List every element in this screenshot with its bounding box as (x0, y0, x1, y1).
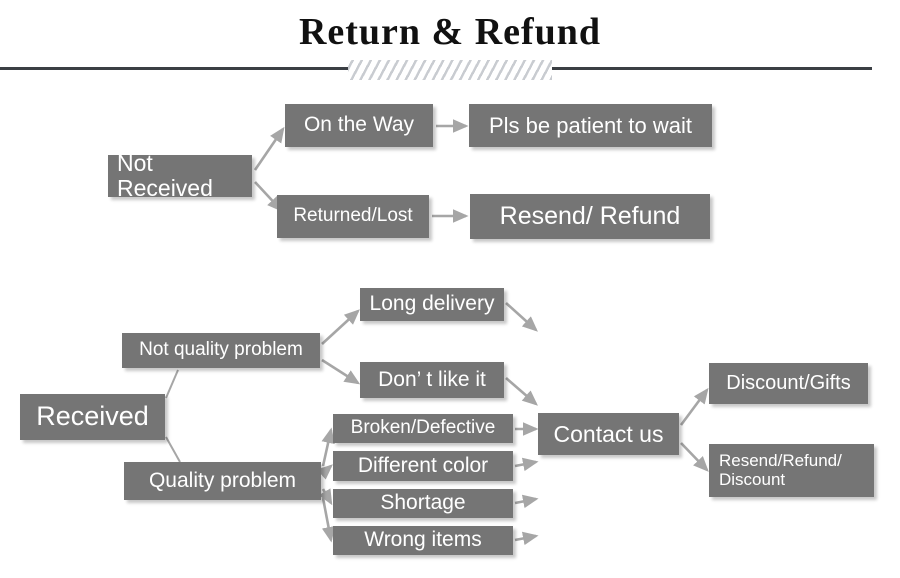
flow-node-label: Wrong items (364, 528, 482, 552)
flow-edge-dont_like-to-contact_us (505, 377, 538, 406)
flow-node-label: Long delivery (369, 292, 495, 316)
flow-node-label: Resend/Refund/ Discount (719, 451, 842, 489)
flow-node-label: Not quality problem (139, 339, 303, 361)
flow-node-on_the_way: On the Way (285, 104, 433, 147)
flow-edge-wrong_items-to-contact_us (514, 531, 539, 546)
flow-edge-quality-to-broken (321, 427, 335, 467)
flow-node-wrong_items: Wrong items (333, 526, 513, 555)
flow-edge-quality-to-wrong_items (321, 497, 336, 543)
flow-node-discount_gifts: Discount/Gifts (709, 363, 868, 404)
flow-edge-quality-to-diff_color (316, 464, 333, 480)
flow-node-not_quality: Not quality problem (122, 333, 320, 368)
flow-node-label: On the Way (303, 113, 415, 137)
flow-node-label: Resend/ Refund (499, 202, 681, 230)
flow-node-label: Broken/Defective (350, 417, 496, 439)
flow-node-not_received: Not Received (108, 155, 252, 197)
flow-edge-diff_color-to-contact_us (514, 457, 539, 472)
flow-edge-received-to-not_quality (165, 369, 179, 399)
divider-right-rule (552, 67, 872, 70)
flow-node-resend_refund: Resend/ Refund (470, 194, 710, 239)
flow-edge-not_received-to-returned_lost (254, 181, 283, 212)
flow-edge-not_quality-to-long_delivery (321, 309, 360, 345)
flow-node-diff_color: Different color (333, 451, 513, 481)
page-title: Return & Refund (298, 11, 602, 53)
flow-node-label: Don’ t like it (378, 367, 486, 391)
flow-node-broken: Broken/Defective (333, 414, 513, 443)
flow-edge-shortage-to-contact_us (514, 494, 539, 509)
flow-edge-not_quality-to-dont_like (321, 358, 361, 385)
flow-edge-not_received-to-on_the_way (253, 126, 285, 171)
flow-node-label: Different color (357, 453, 489, 477)
flow-node-received: Received (20, 394, 165, 440)
flow-node-contact_us: Contact us (538, 413, 679, 455)
flow-node-label: Returned/Lost (293, 205, 413, 227)
flow-node-label: Shortage (380, 491, 466, 515)
flow-node-label: Discount/Gifts (726, 371, 851, 394)
diagonal-hatch-ornament-icon (348, 60, 552, 80)
flow-node-label: Not Received (117, 155, 213, 197)
flow-node-label: Contact us (553, 420, 664, 447)
flow-node-label: Quality problem (148, 468, 297, 492)
flow-edge-long_delivery-to-contact_us (505, 302, 538, 332)
flow-node-long_delivery: Long delivery (360, 288, 504, 321)
flow-edge-contact_us-to-resend_discount (680, 442, 709, 472)
flow-node-dont_like: Don’ t like it (360, 362, 504, 398)
flow-node-label: Received (36, 401, 149, 432)
divider-left-rule (0, 67, 348, 70)
flow-node-quality: Quality problem (124, 462, 321, 500)
flow-node-pls_wait: Pls be patient to wait (469, 104, 712, 147)
flow-edge-quality-to-shortage (318, 488, 333, 506)
flow-node-resend_discount: Resend/Refund/ Discount (709, 444, 874, 497)
flow-edge-contact_us-to-discount_gifts (679, 387, 709, 426)
flow-edge-received-to-quality (165, 436, 181, 463)
flow-node-label: Pls be patient to wait (488, 112, 692, 138)
flow-node-returned_lost: Returned/Lost (277, 195, 429, 238)
flow-node-shortage: Shortage (333, 489, 513, 518)
